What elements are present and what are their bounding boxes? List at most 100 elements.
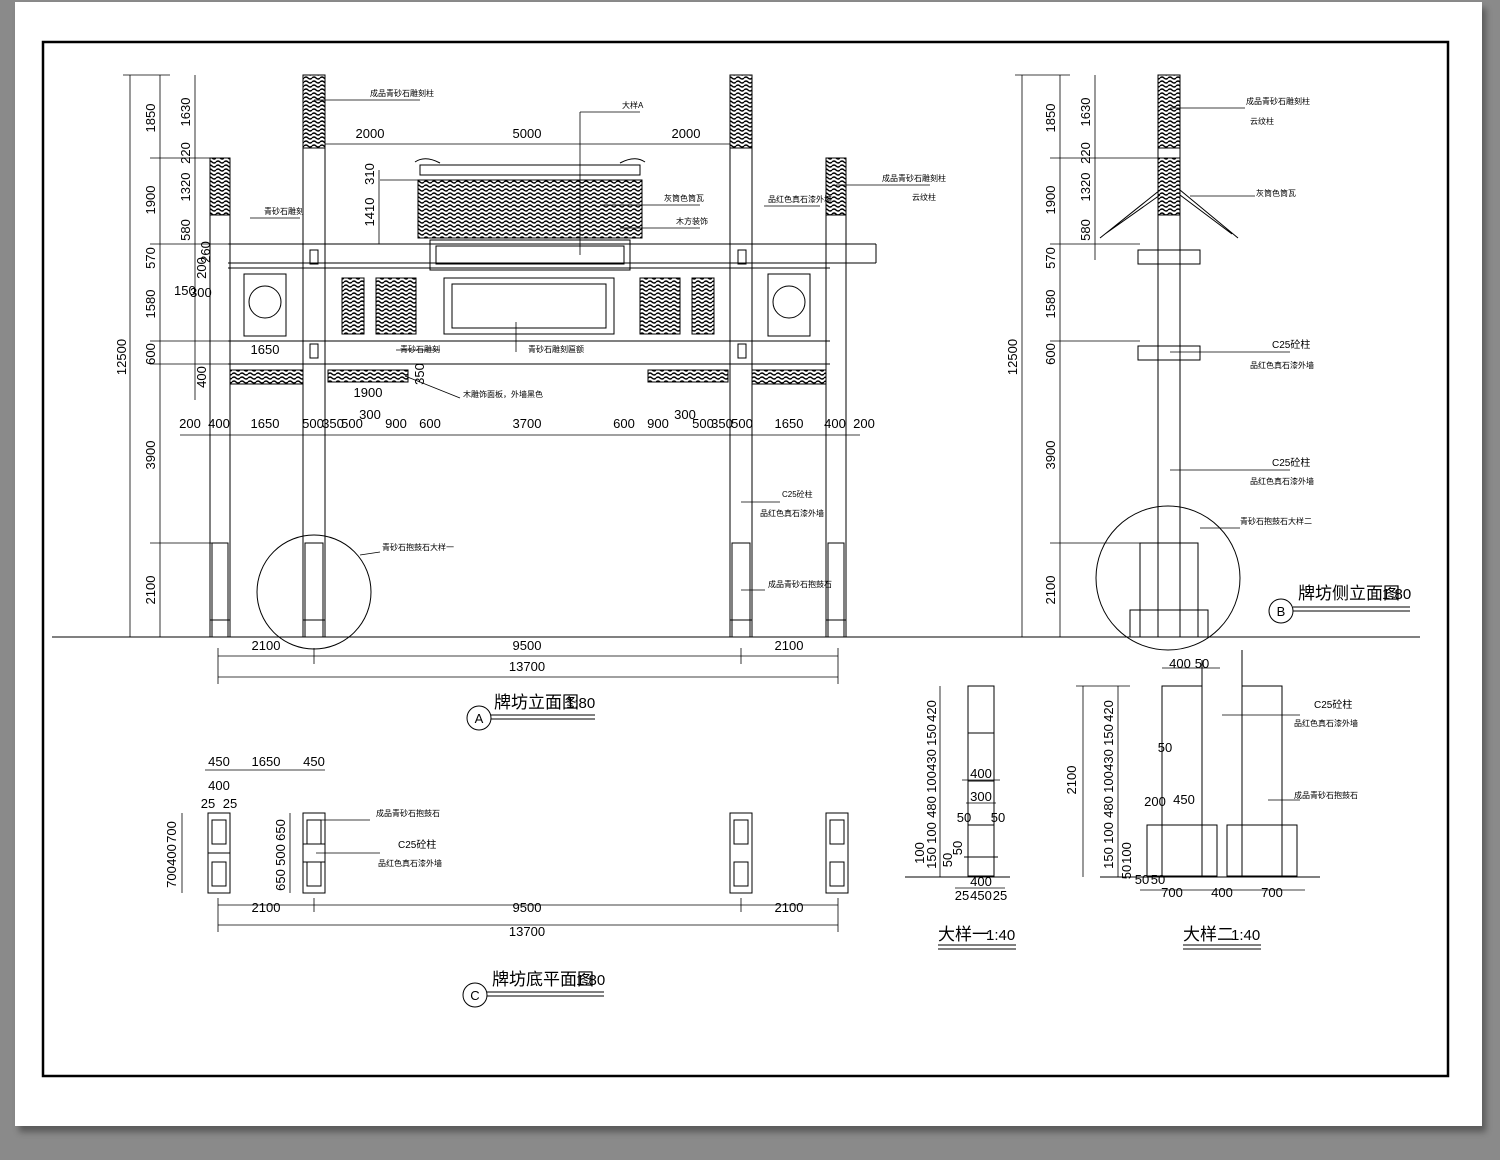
side-note-red: 品红色真石漆外墙	[1250, 476, 1314, 486]
plan-note-c25: C25砼柱	[398, 838, 436, 851]
note-carving-left: 青砂石雕刻	[264, 206, 304, 216]
front-elevation: 1850 1900 12500 3900 2100 1630 220 1320 …	[52, 74, 1420, 731]
d1-dim: 100	[912, 842, 927, 864]
d1-dim: 50	[991, 810, 1005, 825]
side-dim-570: 570	[1043, 247, 1058, 269]
scale-base-plan: 1:80	[576, 972, 605, 989]
dim-150: 150	[174, 283, 196, 298]
title-front-elevation: 牌坊立面图	[494, 693, 579, 712]
detail-two: 400 50 2100 420 150 430 100 480 100 150 …	[1064, 650, 1358, 950]
d2-dim: 400	[1169, 656, 1191, 671]
side-dim-1850: 1850	[1043, 104, 1058, 133]
note-drum-stone: 成品青砂石抱鼓石	[768, 579, 832, 589]
dim-row: 500	[692, 416, 714, 431]
note-c25: C25砼柱	[782, 489, 813, 499]
d1-dim: 150	[924, 724, 939, 746]
dim-row: 400	[824, 416, 846, 431]
d2-dim: 150	[1101, 724, 1116, 746]
dim-3900: 3900	[143, 441, 158, 470]
side-note-red-top: 品红色真石漆外墙	[1250, 360, 1314, 370]
d1-dim: 480	[924, 796, 939, 818]
side-dim-580: 580	[1078, 219, 1093, 241]
d2-dim: 150	[1101, 847, 1116, 869]
d1-dim: 50	[957, 810, 971, 825]
dim-260: 260	[198, 241, 213, 263]
scale-side-elevation: 1:80	[1382, 586, 1411, 603]
dim-row: 3700	[513, 416, 542, 431]
dim-1850: 1850	[143, 104, 158, 133]
dim-row: 600	[419, 416, 441, 431]
d2-note-c25: C25砼柱	[1314, 698, 1352, 711]
d2-dim: 50	[1135, 872, 1149, 887]
note-drum-detail: 青砂石抱鼓石大样一	[382, 542, 454, 552]
note-carving: 青砂石雕刻	[400, 344, 440, 354]
d2-dim: 100	[1119, 842, 1134, 864]
base-plan: 450 1650 450 400 25 25 700 400 700 650 5…	[164, 754, 849, 1008]
dim-row: 200	[853, 416, 875, 431]
dim-200: 200	[194, 257, 209, 279]
plan-note-drum: 成品青砂石抱鼓石	[376, 808, 440, 818]
plan-dim-650b: 650	[273, 869, 288, 891]
dim-300-left: 300	[359, 407, 381, 422]
d1-dim: 100	[924, 822, 939, 844]
plan-dim-450-left: 450	[208, 754, 230, 769]
dim-1410: 1410	[362, 198, 377, 227]
note-red-wall: 品红色真石漆外墙	[768, 194, 832, 204]
dim-570: 570	[143, 247, 158, 269]
drawing-sheet	[15, 2, 1482, 1126]
plan-dim-13700: 13700	[509, 924, 545, 939]
dim-row: 500	[341, 416, 363, 431]
plan-dim-2100-right: 2100	[775, 900, 804, 915]
d1-dim: 100	[924, 771, 939, 793]
title-b: B 牌坊侧立面图 1:80	[1268, 584, 1411, 624]
side-note-cloud: 云纹柱	[1250, 116, 1274, 126]
plan-dim-25b: 25	[223, 796, 237, 811]
dim-row: 350	[711, 416, 733, 431]
dim-row: 500	[302, 416, 324, 431]
plan-dim-1650: 1650	[252, 754, 281, 769]
side-dim-2100: 2100	[1043, 576, 1058, 605]
plan-dim-2100-left: 2100	[252, 900, 281, 915]
dim-2000-right: 2000	[672, 126, 701, 141]
dim-2000-left: 2000	[356, 126, 385, 141]
side-dim-1630: 1630	[1078, 98, 1093, 127]
plan-dim-500: 500	[273, 844, 288, 866]
dim-580: 580	[178, 219, 193, 241]
plan-dim-450-right: 450	[303, 754, 325, 769]
plan-dim-400: 400	[208, 778, 230, 793]
dim-1320: 1320	[178, 173, 193, 202]
d2-note-drum: 成品青砂石抱鼓石	[1294, 790, 1358, 800]
dim-row: 600	[613, 416, 635, 431]
dim-400: 400	[194, 366, 209, 388]
d2-dim: 2100	[1064, 766, 1079, 795]
d2-note-red: 品红色真石漆外墙	[1294, 718, 1358, 728]
d1-dim: 450	[970, 888, 992, 903]
scale-detail-two: 1:40	[1231, 927, 1260, 944]
scale-front-elevation: 1:80	[566, 695, 595, 712]
d2-dim: 50	[1151, 872, 1165, 887]
dim-9500: 9500	[513, 638, 542, 653]
dim-1650: 1650	[251, 342, 280, 357]
plan-dim-700b: 700	[164, 866, 179, 888]
plan-dim-400v: 400	[164, 844, 179, 866]
d2-dim: 420	[1101, 700, 1116, 722]
plan-dim-700a: 700	[164, 821, 179, 843]
side-elevation: 1850 1900 12500 3900 2100 1630 220 1320 …	[1005, 74, 1411, 651]
side-dim-1320: 1320	[1078, 173, 1093, 202]
detail-one: 420 150 430 100 480 100 150 100 400 300 …	[905, 685, 1016, 950]
d2-dim: 700	[1161, 885, 1183, 900]
dim-13700: 13700	[509, 659, 545, 674]
dim-300: 300	[190, 285, 212, 300]
d2-dim: 480	[1101, 796, 1116, 818]
d2-dim: 400	[1211, 885, 1233, 900]
note-wood: 木方装饰	[676, 216, 708, 226]
dim-row: 200	[179, 416, 201, 431]
d1-dim: 150	[924, 847, 939, 869]
dim-2100: 2100	[143, 576, 158, 605]
dim-1900: 1900	[354, 385, 383, 400]
dim-row: 900	[385, 416, 407, 431]
dim-600: 600	[143, 343, 158, 365]
side-note-c25-top: C25砼柱	[1272, 338, 1310, 351]
title-a: A 牌坊立面图 1:80	[466, 693, 595, 731]
side-dim-220: 220	[1078, 142, 1093, 164]
